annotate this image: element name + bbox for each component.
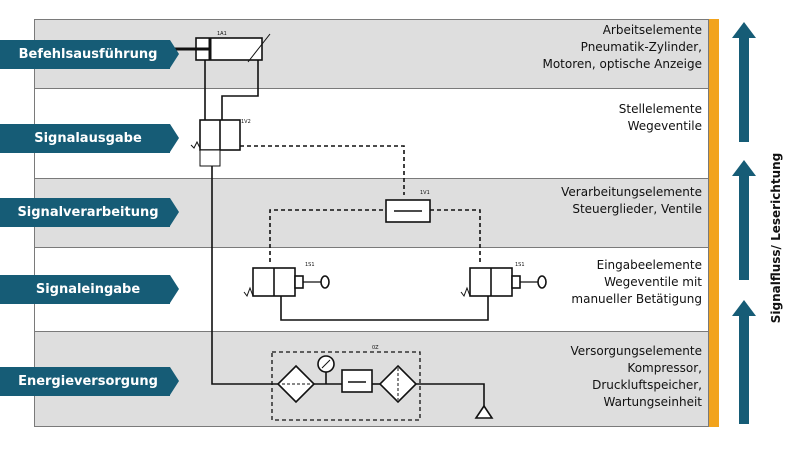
label-1s1-right: 1S1: [515, 262, 525, 268]
label-1v2: 1V2: [241, 119, 251, 125]
label-1v1: 1V1: [420, 190, 430, 196]
label-1a1: 1A1: [217, 31, 227, 37]
tag-signalverarbeitung: Signalverarbeitung: [0, 198, 179, 227]
label-versorgungselemente: Versorgungselemente Kompressor, Druckluf…: [570, 344, 702, 409]
signal-flow-bar: [709, 19, 719, 427]
label-verarbeitungselemente: Verarbeitungselemente Steuerglieder, Ven…: [561, 185, 702, 216]
tag-energieversorgung: Energieversorgung: [0, 367, 179, 396]
label-1s1-left: 1S1: [305, 262, 315, 268]
label-stellelemente: Stellelemente Wegeventile: [618, 102, 702, 133]
up-arrow-icon: [732, 160, 756, 280]
up-arrow-icon: [732, 300, 756, 424]
supply-unit: [271, 351, 421, 421]
up-arrow-icon: [732, 22, 756, 142]
signal-flow-label: Signalfluss/ Leserichtung: [769, 152, 783, 324]
label-arbeitselemente: Arbeitselemente Pneumatik-Zylinder, Moto…: [542, 23, 702, 71]
tag-befehlsausfuehrung: Befehlsausführung: [0, 40, 179, 69]
tag-signaleingabe: Signaleingabe: [0, 275, 179, 304]
tag-signalausgabe: Signalausgabe: [0, 124, 179, 153]
label-0z: 0Z: [372, 345, 379, 351]
label-eingabeelemente: Eingabeelemente Wegeventile mit manuelle…: [571, 258, 702, 306]
